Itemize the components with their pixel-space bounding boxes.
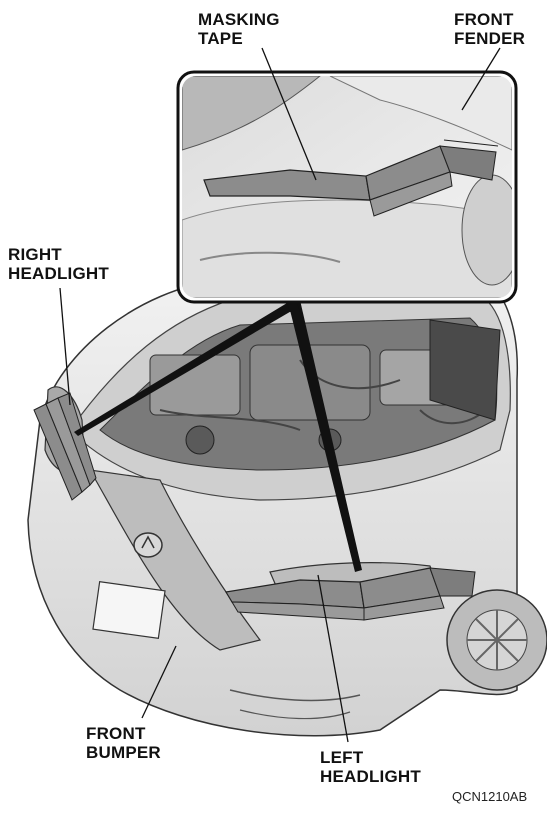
leader-lines [59, 47, 501, 743]
figure-code: QCN1210AB [452, 789, 528, 804]
masking-tape-label: MASKING TAPE [198, 10, 280, 48]
left-headlight-tape [225, 567, 476, 621]
inset-callout [176, 70, 518, 304]
right-headlight-tape [33, 392, 97, 501]
front-wheel [446, 589, 547, 691]
front-bumper-label: FRONT BUMPER [86, 724, 161, 762]
left-headlight-label: LEFT HEADLIGHT [320, 748, 421, 786]
front-fender-label: FRONT FENDER [454, 10, 526, 48]
front-grille [88, 469, 361, 720]
right-headlight-label: RIGHT HEADLIGHT [8, 245, 109, 283]
callout-wedge [74, 300, 362, 572]
